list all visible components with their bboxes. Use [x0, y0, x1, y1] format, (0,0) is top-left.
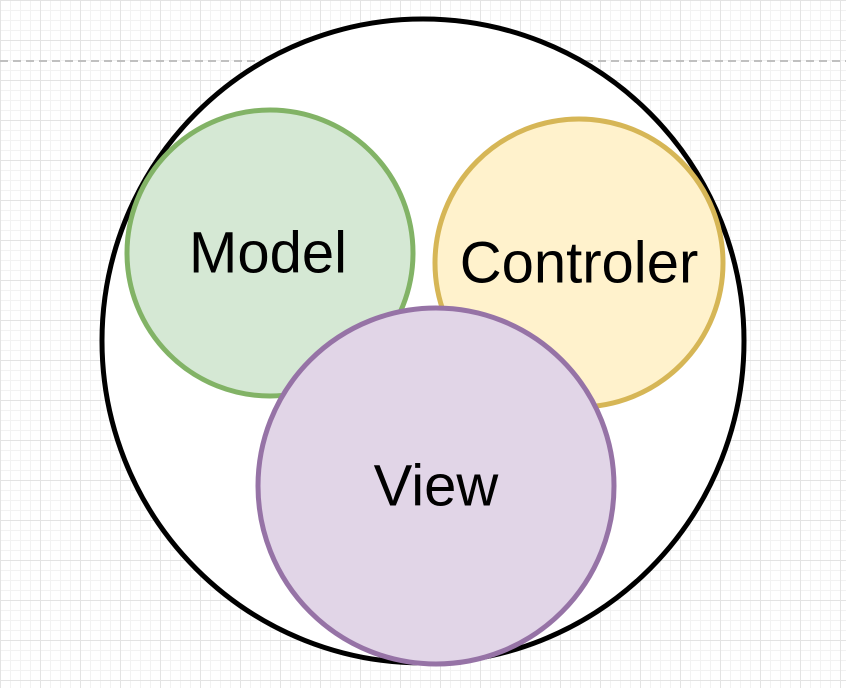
view-node[interactable]: View	[255, 305, 617, 667]
model-label: Model	[189, 221, 347, 286]
view-label: View	[374, 454, 500, 519]
view-circle[interactable]	[255, 305, 617, 667]
controller-label: Controler	[460, 231, 699, 296]
model-circle[interactable]	[124, 107, 416, 399]
model-node[interactable]: Model	[124, 107, 416, 399]
